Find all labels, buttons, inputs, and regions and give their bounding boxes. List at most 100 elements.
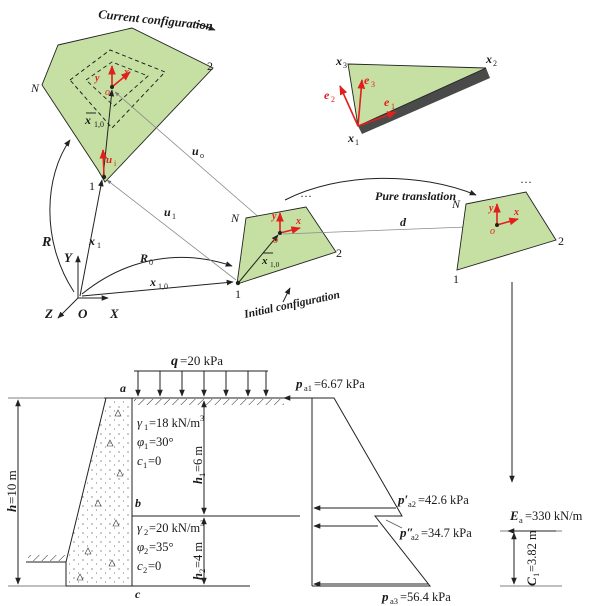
svg-text:1: 1 <box>144 422 148 432</box>
x1-vector <box>79 179 104 297</box>
svg-text:2: 2 <box>143 565 147 575</box>
global-X-label: X <box>109 306 119 321</box>
current-node-2-label: 2 <box>207 59 213 73</box>
translated-local-o-label: o <box>490 226 495 237</box>
svg-text:=56.4 kPa: =56.4 kPa <box>400 590 451 604</box>
initial-local-x-label: x <box>295 216 301 227</box>
inset-triangle-face <box>347 63 487 127</box>
current-node-1 <box>101 174 107 180</box>
svg-text:φ: φ <box>137 539 144 554</box>
svg-text:x: x <box>84 113 91 127</box>
svg-text:e: e <box>384 95 390 109</box>
ui-label: u i <box>106 154 117 168</box>
C1-label: C 1 =3.82 m <box>524 530 541 586</box>
svg-text:=20 kN/m: =20 kN/m <box>149 521 200 535</box>
current-local-x-axis <box>111 71 131 88</box>
current-configuration-label: Current configuration <box>98 7 214 33</box>
svg-text:1,0: 1,0 <box>270 260 280 269</box>
svg-text:=330 kN/m: =330 kN/m <box>525 509 583 523</box>
svg-text:1: 1 <box>97 241 101 250</box>
svg-text:γ: γ <box>137 415 143 430</box>
current-local-o-label: o <box>105 87 110 98</box>
wall-body <box>65 397 133 587</box>
inset-x1-label: x 1 <box>347 131 359 147</box>
svg-text:x: x <box>88 234 95 248</box>
svg-text:x: x <box>347 131 354 145</box>
current-element-dashed-outline-inner <box>85 61 149 107</box>
toe-hatch <box>28 555 66 561</box>
d-label: d <box>400 215 407 229</box>
svg-text:x: x <box>261 255 268 267</box>
svg-text:1: 1 <box>391 102 395 111</box>
d-vector <box>282 224 495 235</box>
svg-text:=18 kN/m: =18 kN/m <box>149 416 200 430</box>
pressure-diagram <box>283 395 432 587</box>
origin-O-label: O <box>78 306 88 321</box>
initial-local-origin <box>278 231 282 235</box>
svg-text:a1: a1 <box>304 383 312 393</box>
ground-hatch <box>134 399 284 405</box>
svg-text:i: i <box>114 159 117 168</box>
current-local-y-label: y <box>94 73 100 84</box>
svg-text:1,0: 1,0 <box>158 282 168 291</box>
svg-text:0: 0 <box>149 258 153 267</box>
layer1-phi: φ 1 =30° <box>137 434 174 451</box>
initial-configuration-element <box>235 206 337 286</box>
layer2-c: c 2 =0 <box>137 558 161 575</box>
current-element-shape <box>41 27 214 183</box>
svg-text:=34.7 kPa: =34.7 kPa <box>421 526 472 540</box>
svg-text:R: R <box>139 251 148 265</box>
svg-text:u: u <box>106 154 112 166</box>
translated-local-x-axis <box>496 217 519 226</box>
initial-configuration-pointer <box>282 287 291 303</box>
layer2-gamma: γ 2 =20 kN/m 3 <box>137 518 204 537</box>
translated-local-x-label: x <box>513 207 519 218</box>
point-b-label: b <box>135 496 141 510</box>
xbar10-initial-label: x 1,0 <box>261 252 280 269</box>
svg-text:2: 2 <box>197 569 207 573</box>
svg-text:=42.6 kPa: =42.6 kPa <box>418 493 469 507</box>
pure-translation-label: Pure translation <box>375 189 456 203</box>
R0-label: R 0 <box>139 251 153 267</box>
svg-text:o: o <box>200 151 204 160</box>
translated-node-1-label: 1 <box>453 272 459 286</box>
svg-text:a2: a2 <box>408 499 416 509</box>
svg-text:1: 1 <box>172 212 176 221</box>
inset-e3-axis <box>357 79 366 127</box>
pure-translation-arrow <box>284 177 477 201</box>
svg-text:h: h <box>4 505 19 512</box>
svg-text:u: u <box>192 144 199 158</box>
global-Z-axis <box>57 297 79 319</box>
svg-text:e: e <box>364 73 370 87</box>
x10-vector <box>81 279 234 297</box>
initial-node-1-label: 1 <box>235 287 241 301</box>
svg-text:a3: a3 <box>390 596 398 606</box>
inset-x3-label: x 3 <box>335 54 347 70</box>
initial-configuration-label: Initial configuration <box>242 289 341 321</box>
svg-text:=20 kPa: =20 kPa <box>180 353 223 368</box>
initial-element-shape <box>236 206 337 285</box>
h1-label: h 1 =6 m <box>191 446 207 484</box>
svg-text:3: 3 <box>200 518 204 528</box>
u1-vector <box>106 179 237 281</box>
svg-text:1: 1 <box>144 441 148 451</box>
resultant-force <box>500 528 562 587</box>
h2-label: h 2 =4 m <box>191 542 207 580</box>
pa2-double-prime-label: p″ a2 =34.7 kPa <box>399 525 472 542</box>
h-total-label: h =10 m <box>4 470 19 512</box>
xbar10-current-label: x 1,0 <box>84 112 104 129</box>
R-label: R <box>41 235 51 250</box>
inset-x2-label: x 2 <box>485 52 497 68</box>
svg-text:h: h <box>191 477 205 484</box>
svg-text:q: q <box>171 354 178 369</box>
svg-text:=3.82 m: =3.82 m <box>525 530 539 572</box>
svg-text:1: 1 <box>531 573 541 577</box>
svg-text:γ: γ <box>137 520 143 535</box>
retaining-wall-diagram: q =20 kPa a b c h =10 m <box>4 353 583 606</box>
initial-local-x-axis <box>279 226 301 234</box>
uo-label: u o <box>192 144 204 160</box>
svg-text:1: 1 <box>197 473 207 477</box>
svg-text:2: 2 <box>144 527 148 537</box>
u1-label: u 1 <box>164 205 176 221</box>
svg-text:p″: p″ <box>399 525 414 540</box>
